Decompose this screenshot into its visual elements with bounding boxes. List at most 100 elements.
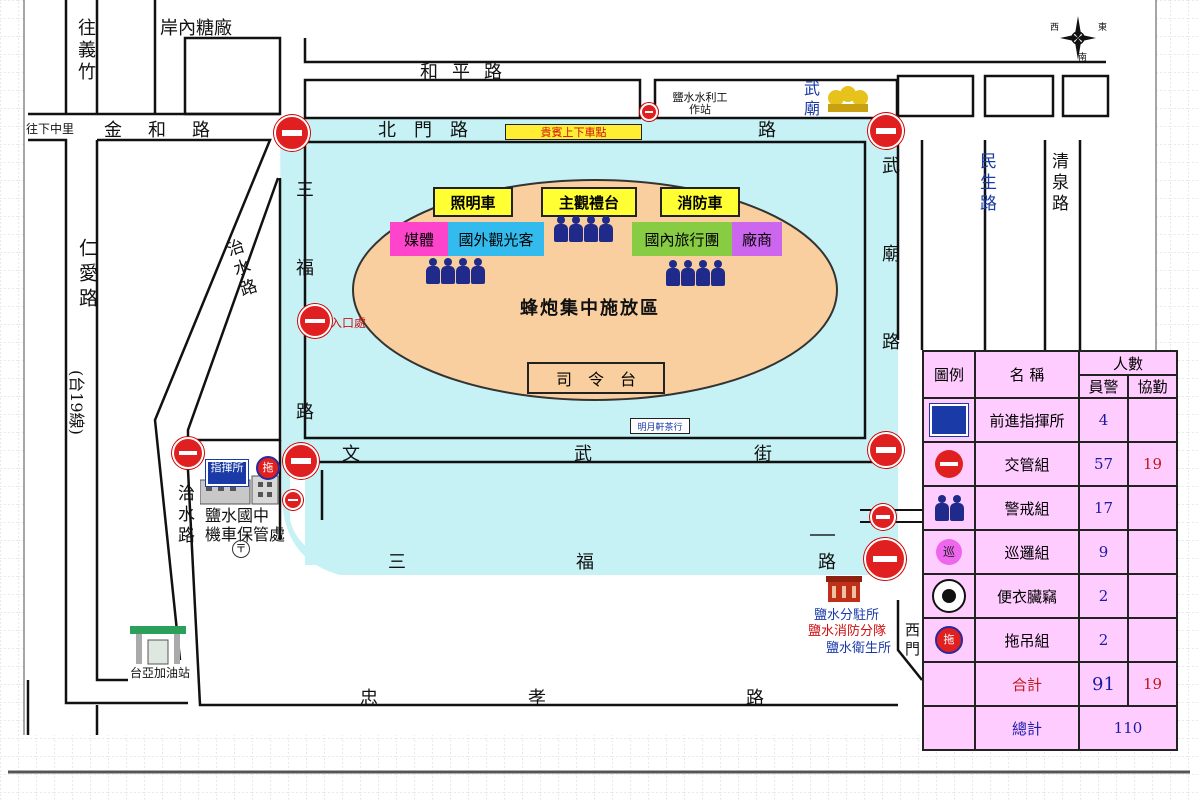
legend-police: 2 (1078, 573, 1129, 619)
legend-police: 2 (1078, 617, 1129, 663)
tow-icon: 拖 (935, 626, 963, 654)
no-entry-sign-bars (870, 504, 896, 530)
temple-icon (826, 84, 870, 114)
vendor-box: 廠商 (732, 222, 782, 256)
compass-east: 東 (1098, 23, 1108, 33)
police-group-viewing (554, 216, 613, 242)
road-label-sanfu-low-2: 福 (576, 552, 594, 573)
no-entry-sign-beimen-east (868, 113, 904, 149)
no-entry-icon (935, 450, 963, 478)
command-stage-label: 司 令 台 (555, 370, 636, 389)
command-post-icon-label: 指揮所 (210, 461, 244, 474)
patrol-icon-char: 巡 (942, 545, 955, 559)
legend-assist (1127, 573, 1178, 619)
police-officer (456, 258, 470, 284)
road-label-zhongxiao-3: 路 (746, 688, 764, 709)
road-label-sanfu-vertical: 三福 (293, 180, 314, 336)
compass-west: 西 (1050, 23, 1060, 33)
no-entry-sign-zhishui (172, 437, 204, 469)
legend-row-plainclothes: 便衣臟竊 2 (922, 573, 1178, 619)
legend-name: 拖吊組 (974, 617, 1080, 663)
legend-police: 4 (1078, 397, 1129, 443)
post-office-icon: 〒 (232, 540, 250, 558)
domestic-tours-label: 國內旅行團 (644, 230, 720, 249)
road-label-wenwu-1: 文 (342, 444, 360, 465)
foreign-tourists-label: 國外觀光客 (458, 230, 534, 249)
police-officer (471, 258, 485, 284)
legend-police: 57 (1078, 441, 1129, 487)
no-entry-sign-entrance (298, 304, 332, 338)
gas-station-icon (128, 624, 188, 668)
legend-subtotal-assist: 19 (1127, 661, 1178, 707)
police-officer (584, 216, 598, 242)
legend-header-name: 名 稱 (974, 350, 1080, 399)
police-officer (696, 260, 710, 286)
main-viewing-stand-label: 主觀禮台 (558, 193, 619, 212)
tow-icon-char: 拖 (943, 633, 955, 646)
no-entry-sign-wenwu-west (283, 443, 319, 479)
police-officer (441, 258, 455, 284)
legend-row-tow: 拖 拖吊組 2 (922, 617, 1178, 663)
police-officer (599, 216, 613, 242)
media-box: 媒體 (390, 222, 448, 256)
police-officer (681, 260, 695, 286)
tea-shop-sign: 明月軒茶行 (630, 418, 690, 434)
legend-header-assist: 協勤 (1127, 374, 1178, 399)
parking-label: 機車保管處 (205, 525, 286, 544)
legend-header-people: 人數 (1078, 350, 1178, 376)
legend-assist (1127, 485, 1178, 531)
eye-icon (932, 579, 966, 613)
legend-row-guard: 警戒組 17 (922, 485, 1178, 531)
no-entry-sign-sanfu-west (283, 490, 303, 510)
legend-subtotal-police: 91 (1078, 661, 1129, 707)
legend-icon-cell: 拖 (922, 617, 976, 663)
legend-name: 便衣臟竊 (974, 573, 1080, 619)
police-officer (711, 260, 725, 286)
firework-zone-title: 蜂炮集中施放區 (520, 298, 660, 319)
legend-row-total: 總計 110 (922, 705, 1178, 751)
legend-row-command: 前進指揮所 4 (922, 397, 1178, 443)
road-label-sanfu-low-1: 三 (388, 552, 406, 573)
lighting-truck: 照明車 (433, 187, 513, 217)
legend-name: 交管組 (974, 441, 1080, 487)
health-center-label: 鹽水衛生所 (826, 641, 892, 656)
vip-dropoff-point: 貴賓上下車點 (505, 124, 642, 140)
road-label-wenwu-2: 武 (574, 444, 592, 465)
legend-total-value: 110 (1078, 705, 1178, 751)
no-entry-sign-sanfu-east (864, 538, 906, 580)
no-entry-sign-beimen-mid (640, 103, 658, 121)
legend-name: 前進指揮所 (974, 397, 1080, 443)
tea-shop-label: 明月軒茶行 (637, 422, 683, 433)
road-label-wenwu-3: 街 (754, 444, 772, 465)
legend-row-patrol: 巡 巡邏組 9 (922, 529, 1178, 575)
legend-total-label: 總計 (974, 705, 1080, 751)
legend-assist (1127, 617, 1178, 663)
fire-truck-label: 消防車 (677, 193, 723, 212)
command-post-icon (930, 404, 968, 436)
media-label: 媒體 (403, 230, 434, 249)
tow-icon-char: 拖 (262, 461, 274, 474)
legend-icon-cell (922, 441, 976, 487)
command-post-icon: 指揮所 (206, 460, 248, 486)
gas-station-label: 台亞加油站 (130, 666, 191, 680)
legend-row-subtotal: 合計 91 19 (922, 661, 1178, 707)
legend-icon-cell (922, 705, 976, 751)
school-label: 鹽水國中 (205, 506, 270, 525)
road-label-beimen-end: 路 (758, 120, 776, 141)
legend-assist (1127, 529, 1178, 575)
legend-assist (1127, 397, 1178, 443)
patrol-icon: 巡 (936, 539, 962, 565)
foreign-tourists-box: 國外觀光客 (448, 222, 544, 256)
police-officer (569, 216, 583, 242)
entrance-label: 入口處 (330, 316, 367, 330)
vip-dropoff-label: 貴賓上下車點 (540, 126, 607, 139)
road-label-jinhe-left: 往下中里 (26, 122, 75, 136)
fire-substation-label: 鹽水消防分隊 (808, 624, 887, 639)
legend-police: 9 (1078, 529, 1129, 575)
legend-assist: 19 (1127, 441, 1178, 487)
police-group-domestic (666, 260, 725, 286)
main-viewing-stand: 主觀禮台 (541, 187, 637, 217)
lighting-truck-label: 照明車 (450, 193, 496, 212)
legend-name: 巡邏組 (974, 529, 1080, 575)
